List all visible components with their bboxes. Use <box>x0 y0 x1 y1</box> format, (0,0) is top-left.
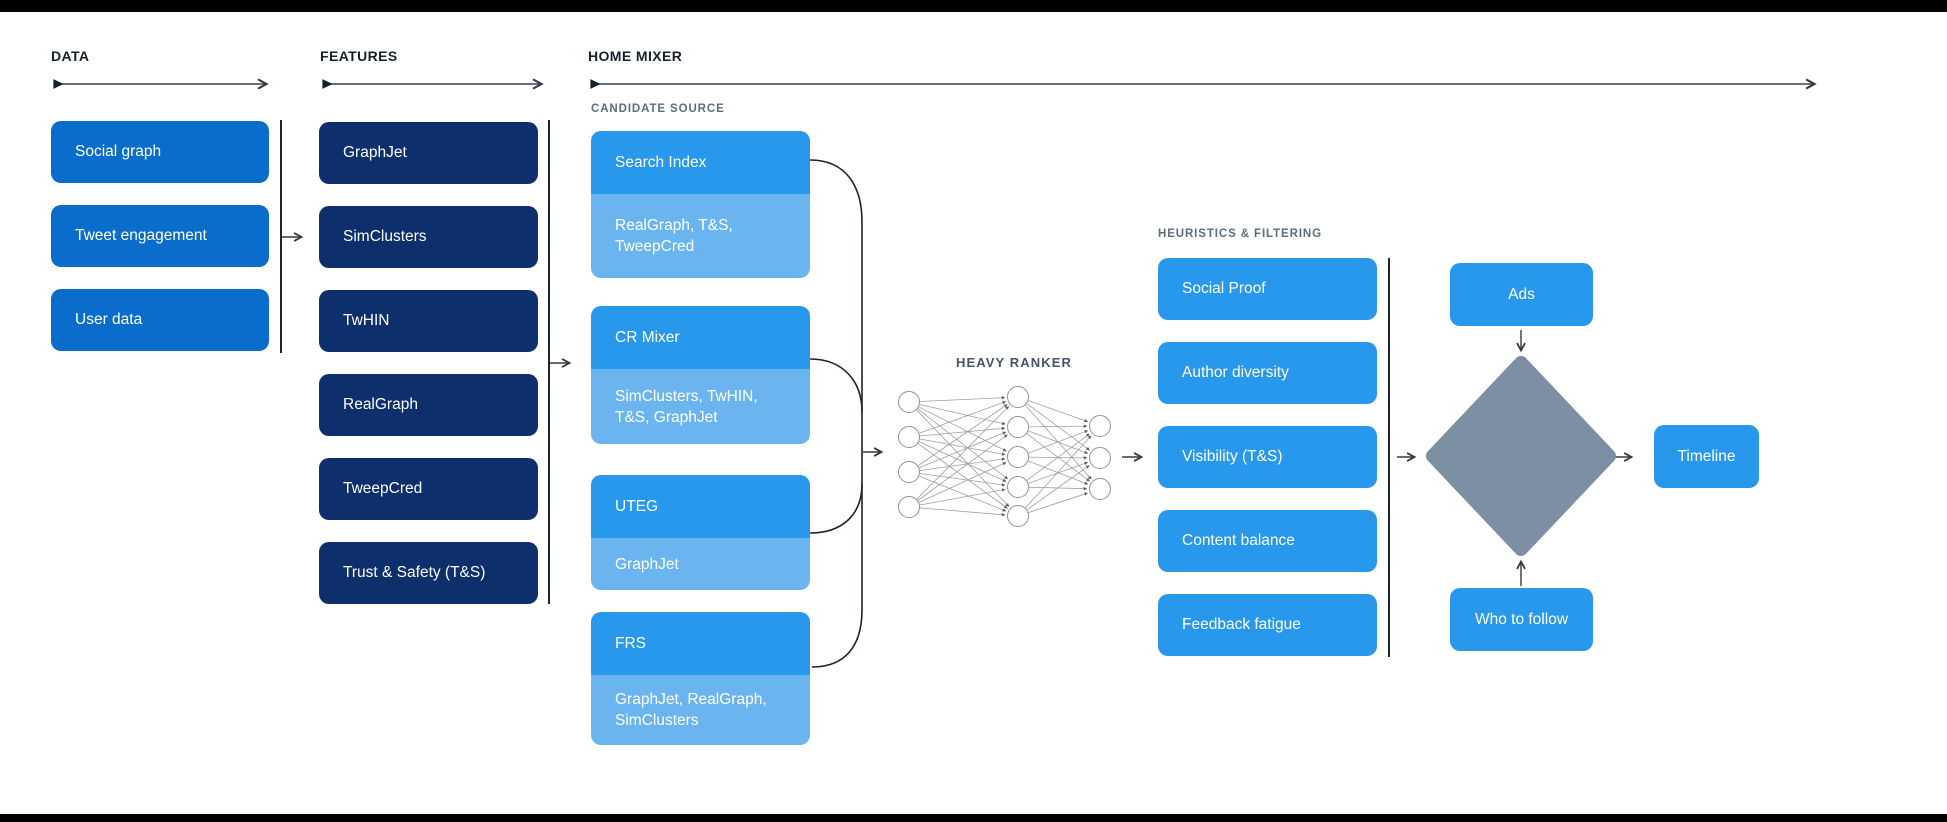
node-label: SimClusters <box>343 228 427 245</box>
bottom-black-bar <box>0 814 1947 822</box>
candidate-node-search-index: Search Index RealGraph, T&S, TweepCred <box>591 131 810 278</box>
filter-node-social-proof: Social Proof <box>1158 258 1377 320</box>
mixing-diamond-label: Mixing <box>1497 445 1545 462</box>
heuristics-filtering-label: HEURISTICS & FILTERING <box>1158 228 1322 240</box>
node-label: Trust & Safety (T&S) <box>343 564 486 581</box>
node-label: Author diversity <box>1182 364 1289 381</box>
candidate-sources-row: GraphJet <box>591 538 810 590</box>
node-label: RealGraph <box>343 396 418 413</box>
section-header-data: DATA <box>51 48 90 64</box>
data-node-tweet-engagement: Tweet engagement <box>51 205 269 267</box>
filter-node-visibility: Visibility (T&S) <box>1158 426 1377 488</box>
candidate-sources-row: RealGraph, T&S, TweepCred <box>591 194 810 278</box>
filter-node-content-balance: Content balance <box>1158 510 1377 572</box>
node-label: User data <box>75 311 143 328</box>
node-sublabel: RealGraph, T&S, TweepCred <box>615 217 733 255</box>
candidate-node-frs: FRS GraphJet, RealGraph, SimClusters <box>591 612 810 745</box>
filter-node-feedback-fatigue: Feedback fatigue <box>1158 594 1377 656</box>
candidate-name-row: UTEG <box>591 475 810 538</box>
node-label: Social Proof <box>1182 280 1266 297</box>
feature-node-trust-safety: Trust & Safety (T&S) <box>319 542 538 604</box>
candidate-name-row: CR Mixer <box>591 306 810 369</box>
candidate-sources-row: GraphJet, RealGraph, SimClusters <box>591 675 810 745</box>
ads-node: Ads <box>1450 263 1593 326</box>
feature-node-realgraph: RealGraph <box>319 374 538 436</box>
node-label: Tweet engagement <box>75 227 207 244</box>
timeline-node: Timeline <box>1654 425 1759 488</box>
node-label: Ads <box>1508 285 1535 303</box>
node-label: FRS <box>615 634 646 652</box>
section-header-features: FEATURES <box>320 48 398 64</box>
node-sublabel: GraphJet, RealGraph, SimClusters <box>615 691 767 729</box>
node-label: Content balance <box>1182 532 1295 549</box>
candidate-node-cr-mixer: CR Mixer SimClusters, TwHIN, T&S, GraphJ… <box>591 306 810 444</box>
feature-node-twhin: TwHIN <box>319 290 538 352</box>
heavy-ranker-network-edges <box>916 395 1092 517</box>
node-label: TwHIN <box>343 312 390 329</box>
heavy-ranker-label: HEAVY RANKER <box>956 355 1073 370</box>
feature-node-graphjet: GraphJet <box>319 122 538 184</box>
node-label: UTEG <box>615 497 659 515</box>
candidate-source-label: CANDIDATE SOURCE <box>591 103 725 115</box>
node-label: Who to follow <box>1474 610 1569 628</box>
node-label: TweepCred <box>343 480 423 497</box>
feature-node-simclusters: SimClusters <box>319 206 538 268</box>
node-label: Feedback fatigue <box>1182 616 1301 633</box>
node-sublabel: SimClusters, TwHIN, T&S, GraphJet <box>615 387 758 426</box>
top-black-bar <box>0 0 1947 12</box>
feature-node-tweepcred: TweepCred <box>319 458 538 520</box>
candidate-name-row: Search Index <box>591 131 810 194</box>
node-label: Social graph <box>75 143 162 160</box>
node-sublabel: GraphJet <box>615 555 679 573</box>
who-to-follow-node: Who to follow <box>1450 588 1593 651</box>
data-node-social-graph: Social graph <box>51 121 269 183</box>
node-label: Search Index <box>615 153 707 171</box>
candidate-sources-row: SimClusters, TwHIN, T&S, GraphJet <box>591 369 810 444</box>
heavy-ranker-network-nodes <box>898 386 1111 527</box>
node-label: Visibility (T&S) <box>1182 448 1283 465</box>
filter-node-author-diversity: Author diversity <box>1158 342 1377 404</box>
section-header-home-mixer: HOME MIXER <box>588 48 683 64</box>
node-label: Timeline <box>1677 447 1736 465</box>
node-label: CR Mixer <box>615 328 680 346</box>
node-label: GraphJet <box>343 144 407 161</box>
data-node-user-data: User data <box>51 289 269 351</box>
candidate-name-row: FRS <box>591 612 810 675</box>
candidate-merge-wires <box>809 159 863 668</box>
candidate-node-uteg: UTEG GraphJet <box>591 475 810 590</box>
